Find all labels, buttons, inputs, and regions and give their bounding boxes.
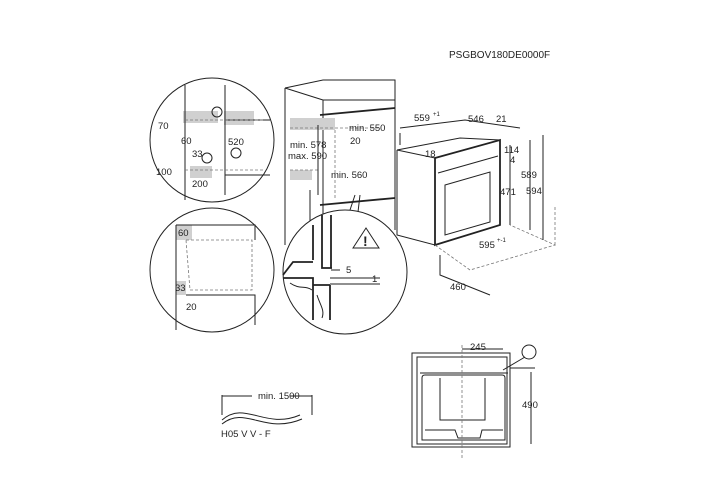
dim-33: 33 bbox=[192, 149, 203, 160]
dim-114: 114 bbox=[504, 145, 519, 156]
detail-circle-top bbox=[149, 77, 275, 203]
dim-559-tolerance: +1 bbox=[433, 112, 441, 118]
oven-drawing bbox=[396, 119, 557, 296]
dim-21: 21 bbox=[496, 114, 507, 125]
dim-20-bottom: 20 bbox=[186, 302, 197, 313]
dim-4: 4 bbox=[510, 155, 515, 166]
dim-100: 100 bbox=[156, 167, 172, 178]
dim-471: 471 bbox=[500, 187, 516, 198]
dim-200: 200 bbox=[192, 179, 208, 190]
dim-520: 520 bbox=[228, 137, 244, 148]
dim-min-550: min. 550 bbox=[349, 123, 385, 134]
dim-18: 18 bbox=[425, 149, 436, 160]
dim-60: 60 bbox=[181, 136, 192, 147]
dim-546: 546 bbox=[468, 114, 484, 125]
dim-33-bottom: 33 bbox=[175, 283, 186, 294]
dim-595: 595 bbox=[479, 240, 495, 251]
dim-70: 70 bbox=[158, 121, 169, 132]
dim-595-tolerance: +-1 bbox=[497, 238, 507, 244]
cabinet-drawing bbox=[284, 79, 396, 245]
detail-circle-mount: ! bbox=[282, 209, 408, 335]
dim-max-590: max. 590 bbox=[288, 151, 327, 162]
model-code: PSGBOV180DE0000F bbox=[449, 50, 550, 61]
dim-559: 559 bbox=[414, 113, 430, 124]
cable-drawing bbox=[221, 395, 313, 425]
dim-589: 589 bbox=[521, 170, 537, 181]
dim-5: 5 bbox=[346, 265, 351, 276]
dim-1: 1 bbox=[372, 274, 377, 285]
cable-type: H05 V V - F bbox=[221, 429, 271, 440]
detail-circle-bottom bbox=[149, 207, 275, 333]
warning-icon: ! bbox=[363, 233, 368, 249]
dim-min-560: min. 560 bbox=[331, 170, 367, 181]
dim-490: 490 bbox=[522, 400, 538, 411]
dim-60-bottom: 60 bbox=[178, 228, 189, 239]
dim-min-578: min. 578 bbox=[290, 140, 326, 151]
dim-594: 594 bbox=[526, 186, 542, 197]
dim-20: 20 bbox=[350, 136, 361, 147]
dim-460: 460 bbox=[450, 282, 466, 293]
cable-length: min. 1500 bbox=[258, 391, 300, 402]
rear-view-drawing bbox=[411, 344, 537, 460]
dim-245: 245 bbox=[470, 342, 486, 353]
